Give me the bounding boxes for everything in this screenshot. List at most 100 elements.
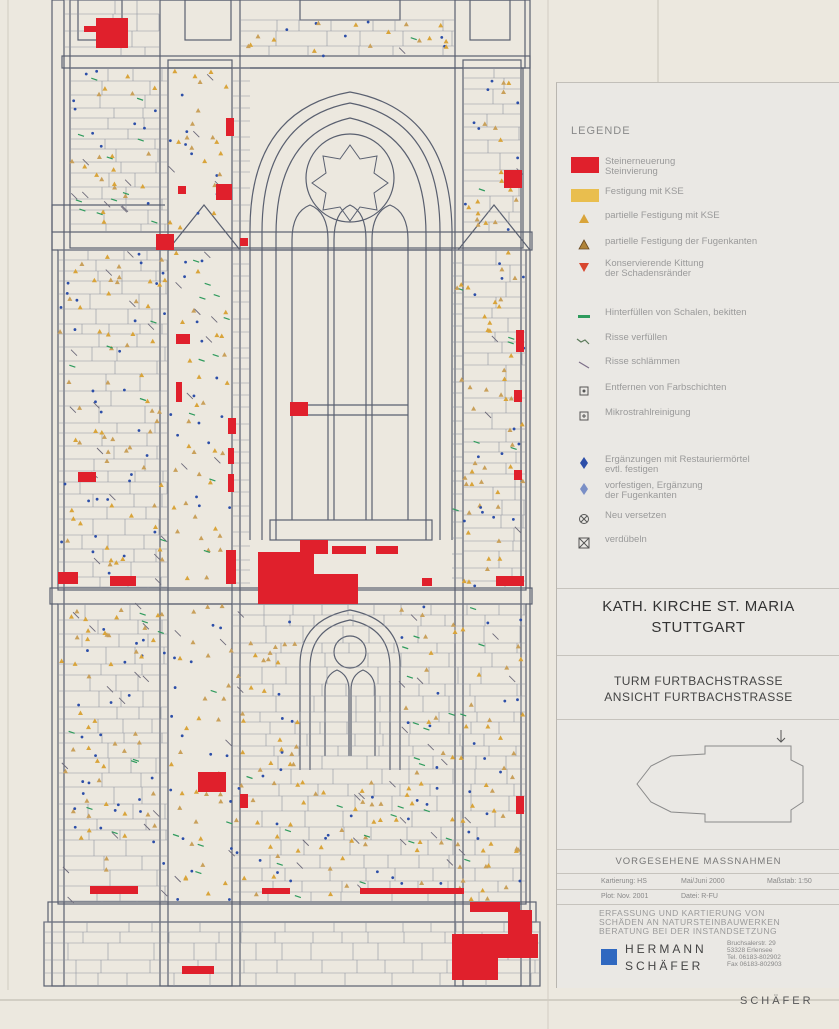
- kse-triangle-mark: [520, 711, 526, 717]
- kse-triangle-mark: [245, 43, 251, 49]
- legend-item: Ergänzungen mit Restauriermörtel evtl. f…: [557, 455, 839, 475]
- kse-triangle-mark: [501, 367, 507, 373]
- mortar-dot-mark: [196, 211, 200, 215]
- mortar-dot-mark: [91, 389, 95, 393]
- kse-triangle-mark: [67, 296, 73, 301]
- kse-triangle-mark: [150, 338, 156, 344]
- kse-triangle-mark: [378, 801, 384, 806]
- kse-triangle-mark: [86, 813, 92, 818]
- kse-triangle-mark: [511, 750, 517, 756]
- kse-triangle-mark: [196, 715, 202, 721]
- mortar-dot-mark: [280, 750, 284, 754]
- kse-triangle-mark: [223, 309, 229, 315]
- kse-triangle-mark: [72, 661, 78, 666]
- kse-triangle-mark: [460, 626, 466, 632]
- kse-triangle-mark: [193, 789, 199, 794]
- shell-fill-mark: [418, 762, 426, 767]
- kse-triangle-mark: [223, 84, 229, 89]
- crack-mark: [302, 839, 310, 847]
- kse-triangle-mark: [469, 803, 475, 808]
- kse-triangle-mark: [483, 387, 489, 392]
- square-cross-icon: [579, 411, 589, 421]
- kse-triangle-mark: [59, 658, 65, 664]
- legend-item: Hinterfüllen von Schalen, bekitten: [557, 308, 839, 324]
- mortar-dot-mark: [516, 698, 519, 702]
- kse-triangle-mark: [519, 421, 525, 427]
- crack-mark: [237, 611, 245, 618]
- kse-triangle-mark: [450, 622, 456, 627]
- mortar-dot-mark: [168, 139, 172, 143]
- kse-triangle-mark: [500, 813, 506, 818]
- kse-triangle-mark: [132, 731, 138, 736]
- mortar-dot-mark: [200, 259, 204, 263]
- shell-fill-mark: [69, 364, 76, 368]
- kse-triangle-mark: [127, 444, 133, 450]
- church-name: KATH. KIRCHE ST. MARIA: [602, 598, 795, 615]
- kse-triangle-mark: [482, 313, 488, 319]
- kse-triangle-mark: [156, 409, 162, 414]
- stone-renewal-areas: [58, 18, 538, 980]
- mortar-dot-mark: [481, 510, 484, 514]
- kse-triangle-mark: [257, 767, 263, 772]
- kse-triangle-mark: [192, 73, 198, 79]
- divider: [557, 655, 839, 656]
- legend-item-label: Risse verfüllen: [605, 332, 668, 343]
- shell-fill-mark: [412, 721, 420, 726]
- kse-triangle-mark: [212, 526, 218, 531]
- shell-fill-mark: [139, 397, 147, 402]
- crack-mark: [93, 402, 100, 409]
- crack-mark: [96, 447, 104, 455]
- crack-mark: [236, 686, 244, 693]
- kse-triangle-mark: [176, 139, 182, 144]
- kse-triangle-mark: [198, 836, 204, 841]
- kse-triangle-mark: [108, 557, 114, 563]
- kse-triangle-mark: [73, 437, 79, 443]
- crack-mark: [152, 810, 160, 817]
- mortar-dot-mark: [185, 130, 189, 134]
- mortar-dot-mark: [137, 429, 141, 432]
- kse-triangle-mark: [108, 661, 114, 667]
- kse-triangle-mark: [501, 80, 507, 85]
- mortar-dot-mark: [184, 260, 187, 264]
- shell-fill-mark: [79, 208, 86, 212]
- shell-fill-mark: [507, 341, 514, 345]
- shell-fill-mark: [188, 412, 196, 416]
- legend-item: verdübeln: [557, 535, 839, 551]
- kse-triangle-mark: [85, 628, 91, 633]
- mortar-dot-mark: [321, 54, 325, 58]
- kse-triangle-mark: [224, 380, 230, 385]
- shell-fill-mark: [464, 858, 471, 862]
- shell-fill-mark: [203, 549, 211, 554]
- kse-triangle-mark: [265, 656, 271, 662]
- kse-triangle-mark: [92, 718, 98, 723]
- mortar-dot-mark: [516, 101, 520, 105]
- kse-triangle-mark: [272, 644, 278, 649]
- kse-triangle-mark: [418, 781, 424, 786]
- mortar-dot-mark: [277, 692, 281, 696]
- shell-fill-mark: [91, 77, 98, 81]
- mortar-dot-mark: [190, 869, 194, 873]
- table-date: Mai/Juni 2000: [681, 878, 725, 885]
- kse-triangle-mark: [339, 827, 345, 833]
- kse-triangle-mark: [399, 607, 405, 612]
- kse-triangle-mark: [133, 298, 139, 304]
- shell-fill-mark: [423, 809, 430, 813]
- mortar-dot-mark: [133, 319, 137, 323]
- kse-triangle-mark: [240, 711, 246, 716]
- shell-fill-mark: [86, 806, 93, 811]
- kse-triangle-mark: [138, 653, 144, 659]
- kse-triangle-mark: [147, 428, 153, 434]
- crack-mark: [82, 158, 90, 166]
- kse-triangle-mark: [301, 799, 307, 805]
- kse-triangle-mark: [211, 210, 217, 216]
- mortar-dot-mark: [145, 454, 149, 457]
- mortar-dot-mark: [200, 339, 204, 343]
- firm-note-line: ERFASSUNG UND KARTIERUNG VON: [599, 908, 765, 918]
- crack-mark: [174, 875, 182, 883]
- table-scale: Maßstab: 1:50: [767, 878, 812, 885]
- kse-triangle-mark: [86, 827, 92, 833]
- kse-triangle-mark: [458, 755, 464, 760]
- kse-triangle-mark: [455, 841, 461, 847]
- kse-triangle-mark: [116, 263, 122, 269]
- kse-triangle-mark: [222, 880, 228, 886]
